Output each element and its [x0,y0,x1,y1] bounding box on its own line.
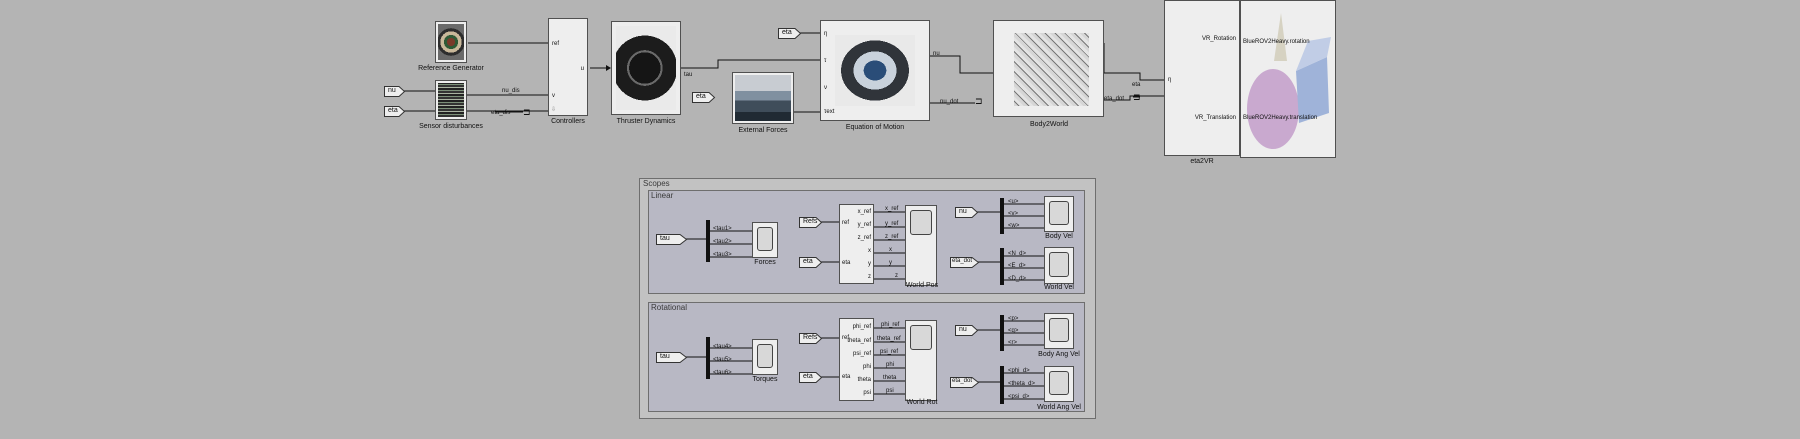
noise-icon [438,83,464,117]
from-tag-nu[interactable]: nu [384,86,406,97]
terminator-eta-dot: ⊐ [1133,92,1141,102]
from-tag-refs-linear[interactable]: Refs [799,217,823,228]
world-vel-scope-label: World Vel [1044,284,1074,291]
torques-scope-label: Torques [752,376,778,383]
scope-icon [1049,201,1069,225]
from-tag-eta-ext[interactable]: eta [692,92,716,103]
body-vel-scope[interactable] [1044,196,1074,232]
from-tag-eta-dot-linear[interactable]: eta_dot [950,257,980,268]
vr-sink-block[interactable]: BlueROV2Heavy.rotation BlueROV2Heavy.tra… [1240,0,1336,158]
body-ang-vel-scope[interactable] [1044,313,1074,349]
from-tag-eta-linear[interactable]: eta [799,257,823,268]
world-pos-scope-label: World Pos [905,282,939,289]
rotational-selector-block[interactable]: ref eta phi_ref theta_ref psi_ref phi th… [839,318,874,401]
bus-selector-torques[interactable] [706,337,710,379]
nu-dot-signal: nu_dot [940,99,959,105]
body-vel-scope-label: Body Vel [1045,233,1073,240]
from-tag-nu-rotational[interactable]: nu [955,325,979,336]
vr-scene-icon [1247,13,1331,149]
equation-of-motion-label: Equation of Motion [845,124,905,131]
body2world-block[interactable] [993,20,1104,117]
from-tag-eta-dot-rotational[interactable]: eta_dot [950,377,980,388]
wave-icon [735,75,791,121]
scope-icon [757,227,773,251]
bus-selector-pqr[interactable] [1000,315,1004,351]
world-vel-scope[interactable] [1044,247,1074,284]
scope-icon [1049,371,1069,395]
scope-icon [910,210,932,235]
eta-dot-signal: eta_dot [1104,96,1125,102]
controllers-block[interactable]: ref v u ⇩ [548,18,588,116]
forces-scope-label: Forces [754,259,776,266]
terminator-nu-dot: ⊐ [975,96,983,106]
forces-scope[interactable] [752,222,778,258]
controllers-label: Controllers [551,118,585,125]
scopes-title: Scopes [643,179,670,188]
from-tag-refs-rotational[interactable]: Refs [799,333,823,344]
bus-selector-euler-dot[interactable] [1000,366,1004,404]
torques-scope[interactable] [752,339,778,375]
thruster-dynamics-block[interactable] [611,21,681,115]
terminator-eta-dis: ⊐ [523,107,531,117]
tau-signal: tau [684,72,693,78]
thruster-dynamics-label: Thruster Dynamics [616,118,676,125]
from-tag-tau-rotational[interactable]: tau [656,352,688,363]
dartboard-icon [438,24,464,60]
eta-dis-signal: eta_dis [491,110,511,116]
rov-frame-icon [1014,33,1089,106]
linear-title: Linear [651,191,674,200]
eta-signal: eta [1132,82,1141,88]
external-forces-label: External Forces [738,127,788,134]
rov-icon [835,35,915,106]
from-tag-eta-rotational[interactable]: eta [799,372,823,383]
from-tag-tau-linear[interactable]: tau [656,234,688,245]
subsystem-arrow-icon: ⇩ [551,107,557,113]
nu-out-signal: nu [933,51,940,57]
scope-icon [1049,318,1069,342]
sensor-disturbances-label: Sensor disturbances [419,123,483,130]
from-tag-eta-eom[interactable]: eta [778,28,802,39]
thruster-icon [616,26,676,110]
world-ang-vel-scope[interactable] [1044,366,1074,402]
world-pos-scope[interactable] [905,205,937,286]
nu-dis-signal: nu_dis [502,88,520,94]
reference-generator-block[interactable] [435,21,467,63]
rotational-title: Rotational [651,303,688,312]
eta2vr-block[interactable]: η VR_Rotation VR_Translation [1164,0,1240,156]
scope-icon [1049,252,1069,277]
linear-selector-block[interactable]: ref eta x_ref y_ref z_ref x y z [839,204,874,284]
scope-icon [910,325,932,350]
reference-generator-label: Reference Generator [418,65,484,72]
world-rot-scope-label: World Rot [906,399,938,406]
external-forces-block[interactable] [732,72,794,124]
equation-of-motion-block[interactable]: η τ ν τext [820,20,930,121]
bus-selector-eta-dot[interactable] [1000,248,1004,285]
eta2vr-label: eta2VR [1190,158,1214,165]
bus-selector-forces[interactable] [706,220,710,262]
world-ang-vel-scope-label: World Ang Vel [1037,404,1081,411]
from-tag-eta[interactable]: eta [384,106,406,117]
body2world-label: Body2World [1029,121,1069,128]
world-rot-scope[interactable] [905,320,937,401]
bus-selector-nu[interactable] [1000,198,1004,234]
scope-icon [757,344,773,368]
from-tag-nu-linear[interactable]: nu [955,207,979,218]
sensor-disturbances-block[interactable] [435,80,467,120]
body-ang-vel-scope-label: Body Ang Vel [1038,351,1080,358]
